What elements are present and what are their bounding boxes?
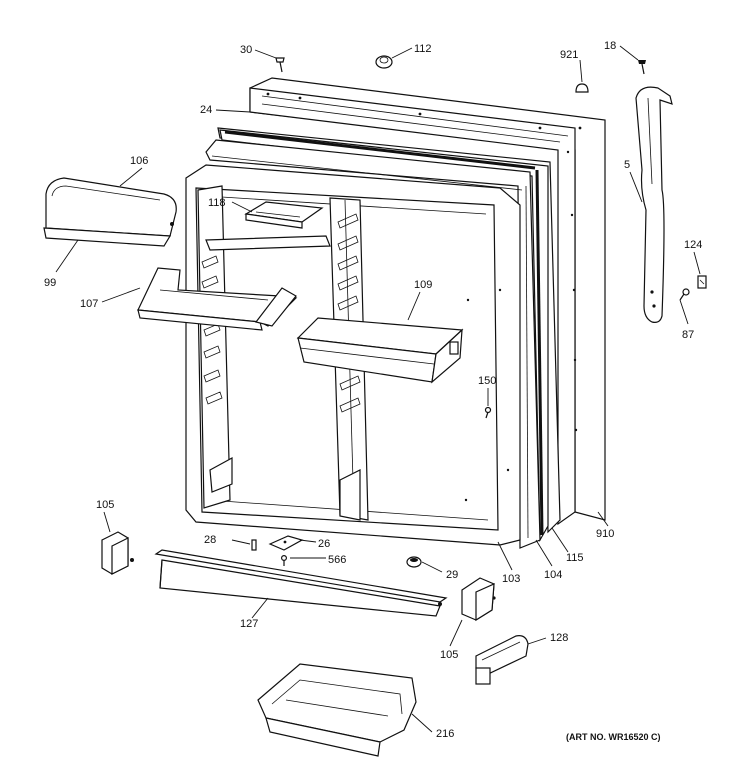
part-124-clip: [697, 275, 707, 289]
part-112-plug: [375, 55, 393, 69]
label-150: 150: [478, 375, 496, 387]
label-28: 28: [204, 534, 216, 546]
label-105-right: 105: [440, 649, 458, 661]
part-118-small-tray: [244, 201, 324, 229]
part-106-dairy-door: [43, 177, 177, 247]
part-105-hinge-right: [461, 577, 496, 622]
label-124: 124: [684, 239, 702, 251]
label-118: 118: [208, 197, 226, 209]
label-910: 910: [596, 528, 614, 540]
art-number: (ART NO. WR16520 C): [566, 732, 661, 742]
label-115: 115: [566, 552, 584, 564]
label-127: 127: [240, 618, 258, 630]
label-103: 103: [502, 573, 520, 585]
part-26-plate: [268, 535, 304, 551]
part-18-screw: [638, 60, 646, 75]
part-216-bottom-bin: [257, 663, 417, 757]
part-87-screw: [679, 288, 690, 301]
label-30: 30: [240, 44, 252, 56]
label-216: 216: [436, 728, 454, 740]
part-5-door-handle: [635, 86, 673, 323]
part-30-screw: [275, 57, 285, 73]
liner-shelf-tabs: [201, 213, 361, 413]
part-566-screw: [281, 554, 288, 566]
leader-lines: [55, 45, 701, 733]
door-layers: [205, 127, 561, 549]
label-5: 5: [624, 159, 630, 171]
label-29: 29: [446, 569, 458, 581]
label-112: 112: [414, 43, 432, 55]
label-18: 18: [604, 40, 616, 52]
part-150-screw: [484, 406, 492, 419]
label-99: 99: [44, 277, 56, 289]
label-921: 921: [560, 49, 578, 61]
part-labels: 30 112 921 18 24 106 118 5 124 99 107 10…: [44, 40, 702, 742]
label-107: 107: [80, 298, 98, 310]
label-566: 566: [328, 554, 346, 566]
part-105-hinge-left: [101, 531, 134, 575]
label-24: 24: [200, 104, 212, 116]
part-109-large-bin: [296, 317, 464, 384]
part-28-pin: [251, 539, 257, 551]
label-87: 87: [682, 329, 694, 341]
part-29-button: [406, 556, 422, 568]
label-109: 109: [414, 279, 432, 291]
label-105-left: 105: [96, 499, 114, 511]
label-128: 128: [550, 632, 568, 644]
label-104: 104: [544, 569, 562, 581]
label-106: 106: [130, 155, 148, 167]
part-128-bracket: [475, 635, 529, 685]
label-26: 26: [318, 538, 330, 550]
part-127-bottom-trim: [154, 549, 448, 617]
part-107-shelf-bin: [137, 267, 298, 331]
part-921-cap: [575, 83, 589, 93]
